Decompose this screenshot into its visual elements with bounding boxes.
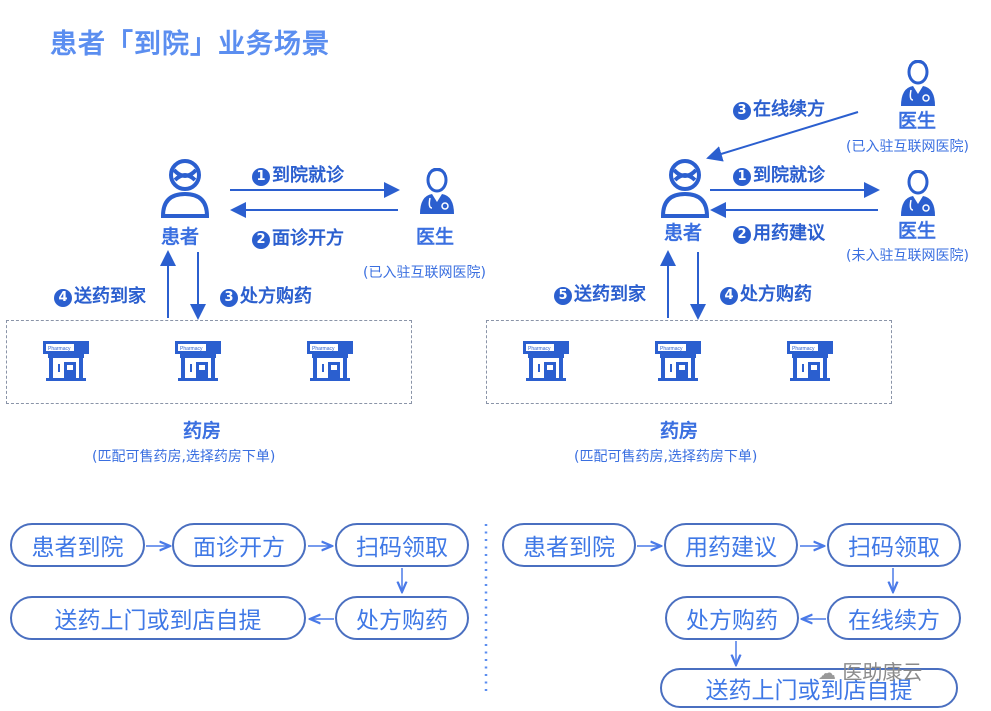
- flow-step-advice: 用药建议: [664, 523, 798, 567]
- pharmacy-icon: Pharmacy: [522, 340, 570, 386]
- patient-icon: [660, 159, 710, 218]
- flow-step-buy: 处方购药: [335, 596, 469, 640]
- flow-step-scan: 扫码领取: [335, 523, 469, 567]
- patient-label: 患者: [161, 226, 200, 248]
- doctor-offline-icon: [901, 170, 935, 216]
- svg-text:Pharmacy: Pharmacy: [48, 346, 71, 352]
- pharmacy-icon: Pharmacy: [42, 340, 90, 386]
- doctor-offline-sub-label: (未入驻互联网医院): [846, 248, 969, 264]
- pharmacy-label: 药房: [183, 420, 222, 442]
- doctor-offline-label: 医生: [898, 220, 937, 242]
- flow-step-prescribe: 面诊开方: [172, 523, 306, 567]
- flow-step-deliver: 送药上门或到店自提: [10, 596, 306, 640]
- wechat-icon: ☁: [818, 663, 836, 684]
- flow-step-deliver: 送药上门或到店自提: [660, 668, 958, 708]
- flow-step-buy: 处方购药: [665, 596, 799, 640]
- patient-label: 患者: [664, 222, 703, 244]
- pharmacy-sub-label: (匹配可售药房,选择药房下单): [574, 449, 758, 465]
- doctor-label: 医生: [416, 226, 455, 248]
- watermark: ☁ 医助康云: [818, 660, 923, 684]
- flow-step-scan: 扫码领取: [827, 523, 961, 567]
- doctor-online-sub-label: (已入驻互联网医院): [846, 139, 969, 155]
- svg-text:Pharmacy: Pharmacy: [528, 346, 551, 352]
- doctor-icon: [420, 168, 454, 214]
- svg-text:Pharmacy: Pharmacy: [180, 346, 203, 352]
- pharmacy-icon: Pharmacy: [306, 340, 354, 386]
- pharmacy-group: [486, 320, 892, 404]
- svg-text:Pharmacy: Pharmacy: [312, 346, 335, 352]
- flow-step-arrive: 患者到院: [502, 523, 636, 567]
- pharmacy-group: [6, 320, 412, 404]
- pharmacy-icon: Pharmacy: [654, 340, 702, 386]
- svg-text:Pharmacy: Pharmacy: [792, 346, 815, 352]
- patient-icon: [160, 159, 210, 218]
- flow-step-renew: 在线续方: [827, 596, 961, 640]
- page-title: 患者「到院」业务场景: [50, 29, 330, 60]
- pharmacy-sub-label: (匹配可售药房,选择药房下单): [92, 449, 276, 465]
- doctor-sub-label: (已入驻互联网医院): [363, 265, 486, 281]
- pharmacy-icon: Pharmacy: [786, 340, 834, 386]
- doctor-online-icon: [901, 60, 935, 106]
- doctor-online-label: 医生: [898, 110, 937, 132]
- flow-step-arrive: 患者到院: [10, 523, 145, 567]
- svg-text:Pharmacy: Pharmacy: [660, 346, 683, 352]
- pharmacy-icon: Pharmacy: [174, 340, 222, 386]
- pharmacy-label: 药房: [660, 420, 699, 442]
- arrow-renew-right: [706, 111, 859, 162]
